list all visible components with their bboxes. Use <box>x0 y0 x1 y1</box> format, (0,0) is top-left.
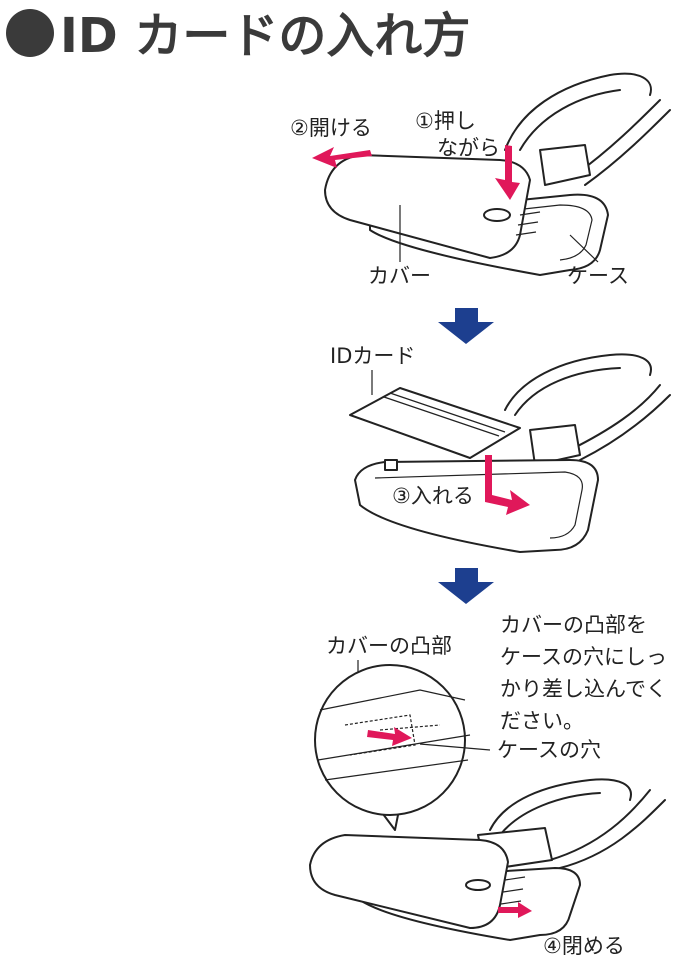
close-label: ④閉める <box>543 934 625 958</box>
step-down-arrow-icon <box>438 308 494 344</box>
tab-label: カバーの凸部 <box>326 634 452 658</box>
case-clip <box>539 144 591 186</box>
page-title: ID カードの入れ方 <box>60 8 470 64</box>
instruction-line1: カバーの凸部を <box>500 613 647 637</box>
step-down-arrow-icon <box>438 568 494 604</box>
cover-label: カバー <box>368 264 431 288</box>
hole-label: ケースの穴 <box>497 738 601 762</box>
tab-insert-arrow-icon <box>367 727 412 746</box>
step3-illustration <box>309 778 666 941</box>
open-case <box>354 459 599 553</box>
press-arrow-icon <box>495 145 520 200</box>
step1-illustration <box>312 72 671 276</box>
open-label: ②開ける <box>290 116 372 140</box>
press-label-line1: ①押し <box>415 109 476 133</box>
id-card-label: IDカード <box>330 344 415 368</box>
case-label: ケース <box>567 264 629 288</box>
open-arrow-icon <box>312 147 372 168</box>
step2-illustration <box>349 353 671 553</box>
cover-body <box>324 154 531 259</box>
press-label-line2: ながら <box>437 136 500 160</box>
close-arrow-icon <box>498 902 532 918</box>
instruction-line4: ださい。 <box>500 709 584 733</box>
instruction-line2: ケースの穴にしっ <box>500 645 667 669</box>
detail-magnifier <box>314 660 491 831</box>
instruction-line3: かり差し込んでく <box>500 677 667 701</box>
closed-cover <box>309 834 509 929</box>
insert-label: ③入れる <box>392 484 474 508</box>
id-card <box>349 387 521 459</box>
title-bullet-icon <box>6 9 54 57</box>
insert-arrow-icon <box>485 455 530 515</box>
